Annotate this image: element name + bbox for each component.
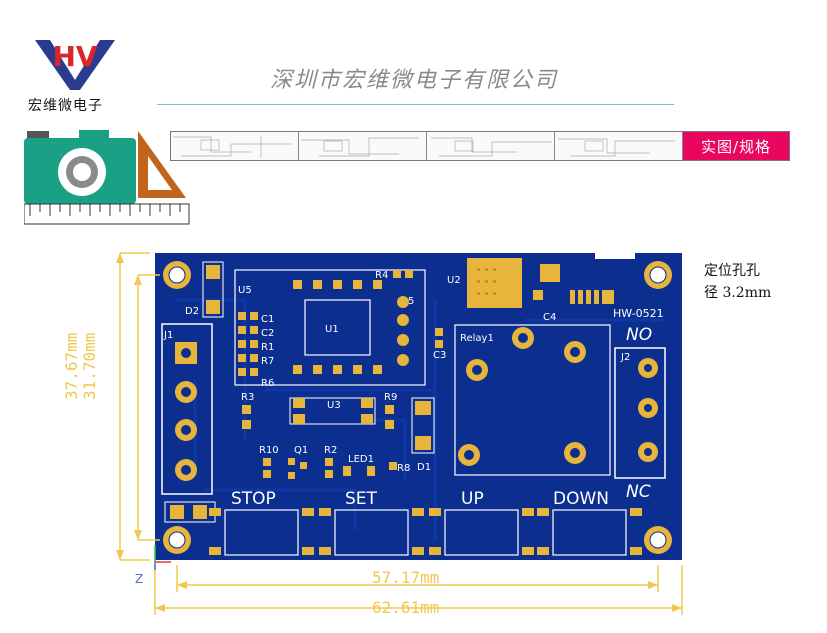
label-d2: D2 xyxy=(185,306,199,317)
label-c3: C3 xyxy=(433,350,446,361)
title-underline xyxy=(157,104,674,105)
label-r8: R8 xyxy=(397,463,410,474)
button-label-down: DOWN xyxy=(553,489,609,509)
label-c1: C1 xyxy=(261,314,274,325)
tab-real-image-spec[interactable]: 实图/规格 xyxy=(683,132,789,160)
tab-pcb-1[interactable] xyxy=(171,132,299,160)
camera-ruler-icon xyxy=(23,126,194,226)
label-no: NO xyxy=(626,325,652,345)
dimension-height-inner: 31.70mm xyxy=(80,332,99,400)
mounting-hole-note: 定位孔孔 径 3.2mm xyxy=(704,260,771,304)
label-r4: R4 xyxy=(375,270,388,281)
label-u5: U5 xyxy=(238,285,252,296)
label-relay1: Relay1 xyxy=(460,333,494,344)
label-q1: Q1 xyxy=(294,445,308,456)
label-u3: U3 xyxy=(327,400,341,411)
button-label-stop: STOP xyxy=(231,489,276,509)
pcb-board-render: J1 D2 U5 U1 C1 C2 R1 R7 R6 R4 xyxy=(105,240,685,625)
label-u1: U1 xyxy=(325,324,339,335)
label-r10: R10 xyxy=(259,445,279,456)
axis-z-label: Z xyxy=(135,572,143,586)
label-r1: R1 xyxy=(261,342,274,353)
label-nc: NC xyxy=(626,482,651,502)
dimension-width-inner: 57.17mm xyxy=(372,568,440,587)
label-c4: C4 xyxy=(543,312,556,323)
board-model-label: HW-0521 xyxy=(613,307,664,320)
label-j2: J2 xyxy=(620,352,630,363)
label-r6: R6 xyxy=(261,378,274,389)
company-name: 深圳市宏维微电子有限公司 xyxy=(270,68,559,93)
label-r2: R2 xyxy=(324,445,337,456)
company-logo: HV xyxy=(30,30,120,95)
nav-tab-bar: 实图/规格 xyxy=(170,131,790,161)
tab-pcb-4[interactable] xyxy=(555,132,683,160)
label-d1: D1 xyxy=(417,462,431,473)
logo-caption: 宏维微电子 xyxy=(28,98,103,114)
label-u2: U2 xyxy=(447,275,461,286)
button-label-set: SET xyxy=(345,489,378,509)
label-r7: R7 xyxy=(261,356,274,367)
button-label-up: UP xyxy=(461,489,484,509)
svg-text:HV: HV xyxy=(52,40,97,73)
label-led1: LED1 xyxy=(348,454,374,465)
note-line-1: 定位孔孔 xyxy=(704,263,760,279)
label-r9: R9 xyxy=(384,392,397,403)
label-j1: J1 xyxy=(163,330,173,341)
tab-pcb-3[interactable] xyxy=(427,132,555,160)
dimension-width-outer: 62.61mm xyxy=(372,598,440,617)
label-c2: C2 xyxy=(261,328,274,339)
tab-pcb-2[interactable] xyxy=(299,132,427,160)
note-line-2: 径 3.2mm xyxy=(704,285,772,301)
label-r3: R3 xyxy=(241,392,254,403)
dimension-height-outer: 37.67mm xyxy=(62,332,81,400)
